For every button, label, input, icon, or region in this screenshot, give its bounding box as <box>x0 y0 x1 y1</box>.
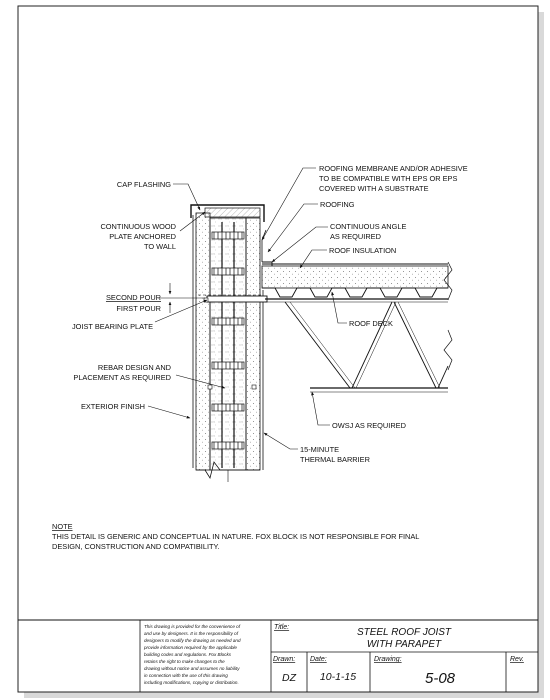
page-border <box>17 5 539 693</box>
drawn-label: Drawn: <box>273 656 295 663</box>
general-note: NOTE THIS DETAIL IS GENERIC AND CONCEPTU… <box>52 522 419 551</box>
disclaimer-text: This drawing is provided for the conveni… <box>143 624 241 685</box>
note-heading: NOTE <box>52 522 73 531</box>
drawn-value: DZ <box>282 672 297 684</box>
pour-dimension <box>160 283 205 313</box>
date-label: Date: <box>310 656 327 663</box>
label-joist-bearing-plate: JOIST BEARING PLATE <box>72 322 153 331</box>
svg-text:and use by designers. It is t: and use by designers. It is the responsi… <box>144 631 239 636</box>
label-angle-1: CONTINUOUS ANGLE <box>330 222 406 231</box>
title-line-2: WITH PARAPET <box>367 639 442 650</box>
label-roofing: ROOFING <box>320 200 355 209</box>
svg-text:provide information required b: provide information required by the appl… <box>143 645 237 650</box>
svg-text:building codes and regulations: building codes and regulations. Fox Bloc… <box>144 652 232 657</box>
rev-label: Rev. <box>510 656 524 663</box>
note-line-1: THIS DETAIL IS GENERIC AND CONCEPTUAL IN… <box>52 532 419 541</box>
label-roof-insulation: ROOF INSULATION <box>329 246 396 255</box>
label-first-pour: FIRST POUR <box>116 304 161 313</box>
roof-deck <box>262 287 448 298</box>
label-wood-plate-2: PLATE ANCHORED <box>109 232 176 241</box>
label-second-pour: SECOND POUR <box>106 293 161 302</box>
svg-text:retains the right to make chan: retains the right to make changes to the <box>144 659 225 664</box>
label-rebar-1: REBAR DESIGN AND <box>98 363 171 372</box>
label-owsj: OWSJ AS REQUIRED <box>332 421 406 430</box>
label-membrane-1: ROOFING MEMBRANE AND/OR ADHESIVE <box>319 164 468 173</box>
title-block: This drawing is provided for the conveni… <box>18 619 538 692</box>
label-thermal-1: 15-MINUTE <box>300 445 339 454</box>
title-label: Title: <box>274 624 289 631</box>
callout-labels: CAP FLASHING CONTINUOUS WOOD PLATE ANCHO… <box>72 164 468 464</box>
svg-text:drawing without notice and ass: drawing without notice and assumes no li… <box>144 666 240 671</box>
label-wood-plate-1: CONTINUOUS WOOD <box>100 222 176 231</box>
svg-text:This drawing is provided for t: This drawing is provided for the conveni… <box>144 624 241 629</box>
svg-text:designers to modify the drawin: designers to modify the drawing as neede… <box>144 638 241 643</box>
label-membrane-3: COVERED WITH A SUBSTRATE <box>319 184 429 193</box>
label-cap-flashing: CAP FLASHING <box>117 180 171 189</box>
drawing-label: Drawing: <box>374 656 402 663</box>
label-membrane-2: TO BE COMPATIBLE WITH EPS OR EPS <box>319 174 457 183</box>
label-angle-2: AS REQUIRED <box>330 232 381 241</box>
label-exterior-finish: EXTERIOR FINISH <box>81 402 145 411</box>
note-line-2: DESIGN, CONSTRUCTION AND COMPATIBILITY. <box>52 542 220 551</box>
title-line-1: STEEL ROOF JOIST <box>357 627 452 638</box>
joist-bearing-plate <box>206 295 268 303</box>
web-ties <box>211 231 245 450</box>
wood-plate <box>204 207 261 218</box>
leader-lines <box>147 167 347 450</box>
label-roof-deck: ROOF DECK <box>349 319 393 328</box>
date-value: 10-1-15 <box>320 671 356 683</box>
svg-text:including modifications, copyi: including modifications, copying or dist… <box>144 680 239 685</box>
icf-wall <box>192 212 264 482</box>
drawing-number: 5-08 <box>425 670 456 687</box>
roof-insulation <box>261 265 449 289</box>
label-thermal-2: THERMAL BARRIER <box>300 455 370 464</box>
svg-text:in connection with the use of: in connection with the use of this drawi… <box>144 673 228 678</box>
label-rebar-2: PLACEMENT AS REQUIRED <box>73 373 171 382</box>
label-wood-plate-3: TO WALL <box>144 242 176 251</box>
